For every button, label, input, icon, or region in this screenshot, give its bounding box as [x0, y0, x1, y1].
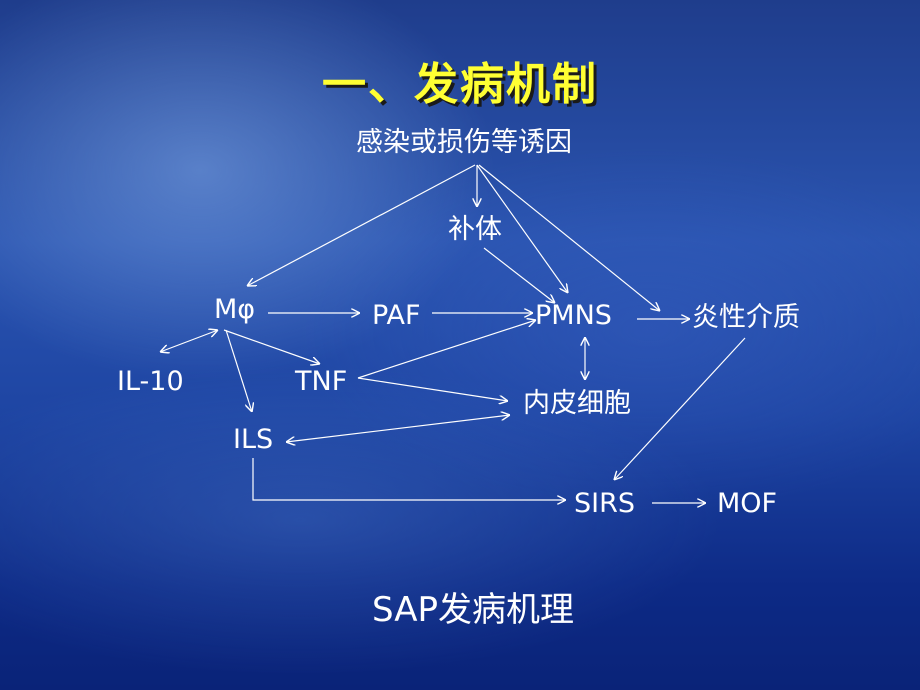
- node-cause: 感染或损伤等诱因: [356, 127, 572, 158]
- arrow-complement-to-pmns: [483, 247, 555, 303]
- arrow-macrophage-to-tnf: [223, 329, 320, 364]
- arrow-endothelium-ils: [286, 415, 510, 442]
- arrow-cause-to-mediators: [478, 164, 660, 311]
- arrow-cause-to-pmns: [476, 164, 568, 293]
- node-mof: MOF: [717, 488, 778, 519]
- node-paf: PAF: [372, 300, 421, 331]
- arrow-macrophage-il10: [160, 330, 218, 352]
- arrow-tnf-to-pmns: [357, 320, 536, 379]
- arrow-mediators-to-sirs: [614, 337, 746, 480]
- arrow-ils-to-sirs: [252, 458, 566, 500]
- arrow-tnf-to-endothelium: [357, 377, 508, 401]
- node-ils: ILS: [233, 424, 274, 455]
- slide-title: 一、发病机制: [322, 59, 598, 110]
- node-endothelium: 内皮细胞: [523, 388, 631, 419]
- arrow-cause-to-macrophage: [247, 164, 476, 286]
- node-inflammatory-mediators: 炎性介质: [692, 302, 800, 333]
- node-tnf: TNF: [295, 366, 348, 397]
- node-sirs: SIRS: [574, 488, 636, 519]
- node-macrophage: Mφ: [214, 294, 256, 325]
- node-il10: IL-10: [117, 366, 184, 397]
- node-complement: 补体: [448, 214, 502, 245]
- arrow-macrophage-to-ils: [225, 329, 252, 412]
- node-pmns: PMNS: [535, 300, 612, 331]
- diagram-caption: SAP发病机理: [372, 590, 574, 630]
